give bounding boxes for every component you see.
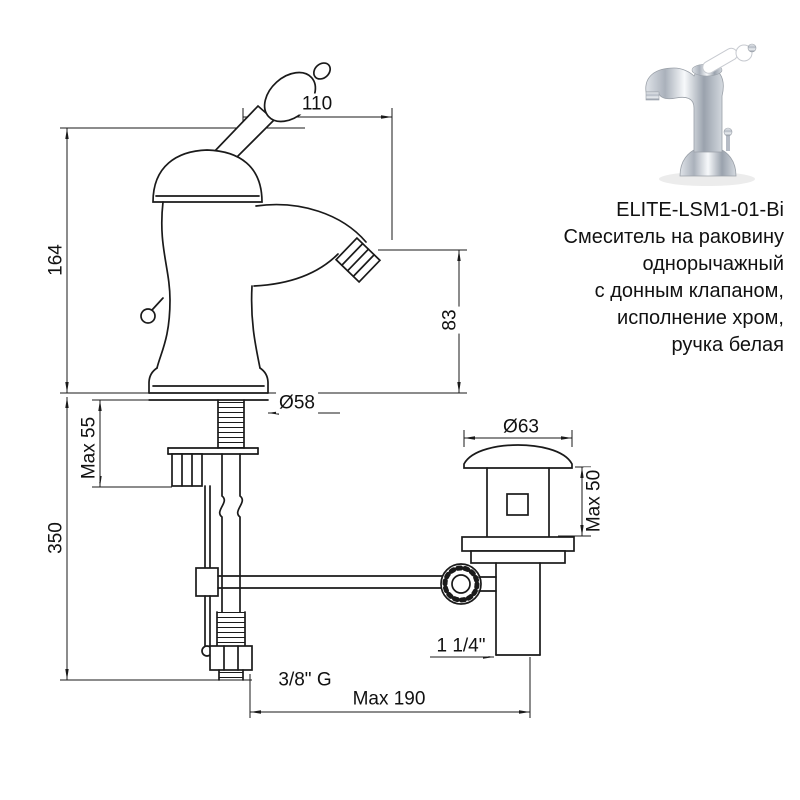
dim-spout-height: 164 (45, 241, 67, 279)
product-description-line: исполнение хром, (617, 307, 784, 329)
product-code: ELITE-LSM1-01-Bi (616, 199, 784, 221)
product-description-line: Смеситель на раковину (563, 226, 784, 248)
dim-spout-reach: 110 (298, 93, 336, 115)
dimension-lines (60, 108, 591, 718)
faucet-drawing (140, 62, 447, 681)
dim-drain-max: Max 50 (583, 466, 605, 536)
product-description-line: однорычажный (642, 253, 784, 275)
product-photo (645, 43, 757, 186)
dim-outlet-height: 83 (439, 306, 461, 334)
dim-supply-thread: 3/8" G (275, 669, 335, 691)
dim-total-height: 350 (45, 519, 67, 557)
dim-max-deck: Max 55 (78, 413, 100, 483)
dim-base-diameter: Ø58 (276, 392, 318, 414)
photo-aerator (645, 91, 660, 101)
popup-rod (726, 134, 730, 151)
dim-tailpiece-size: 1 1/4" (433, 635, 489, 657)
dim-drain-diameter: Ø63 (500, 416, 542, 438)
product-description-line: ручка белая (671, 334, 785, 356)
faucet-body-spout (645, 67, 724, 153)
product-info: ELITE-LSM1-01-Bi Смеситель на раковину о… (564, 197, 784, 359)
aerator (334, 236, 382, 284)
dim-max-depth: Max 190 (349, 688, 429, 710)
faucet-base (679, 148, 737, 177)
drain-assembly (440, 444, 575, 656)
product-description-line: с донным клапаном, (594, 280, 784, 302)
